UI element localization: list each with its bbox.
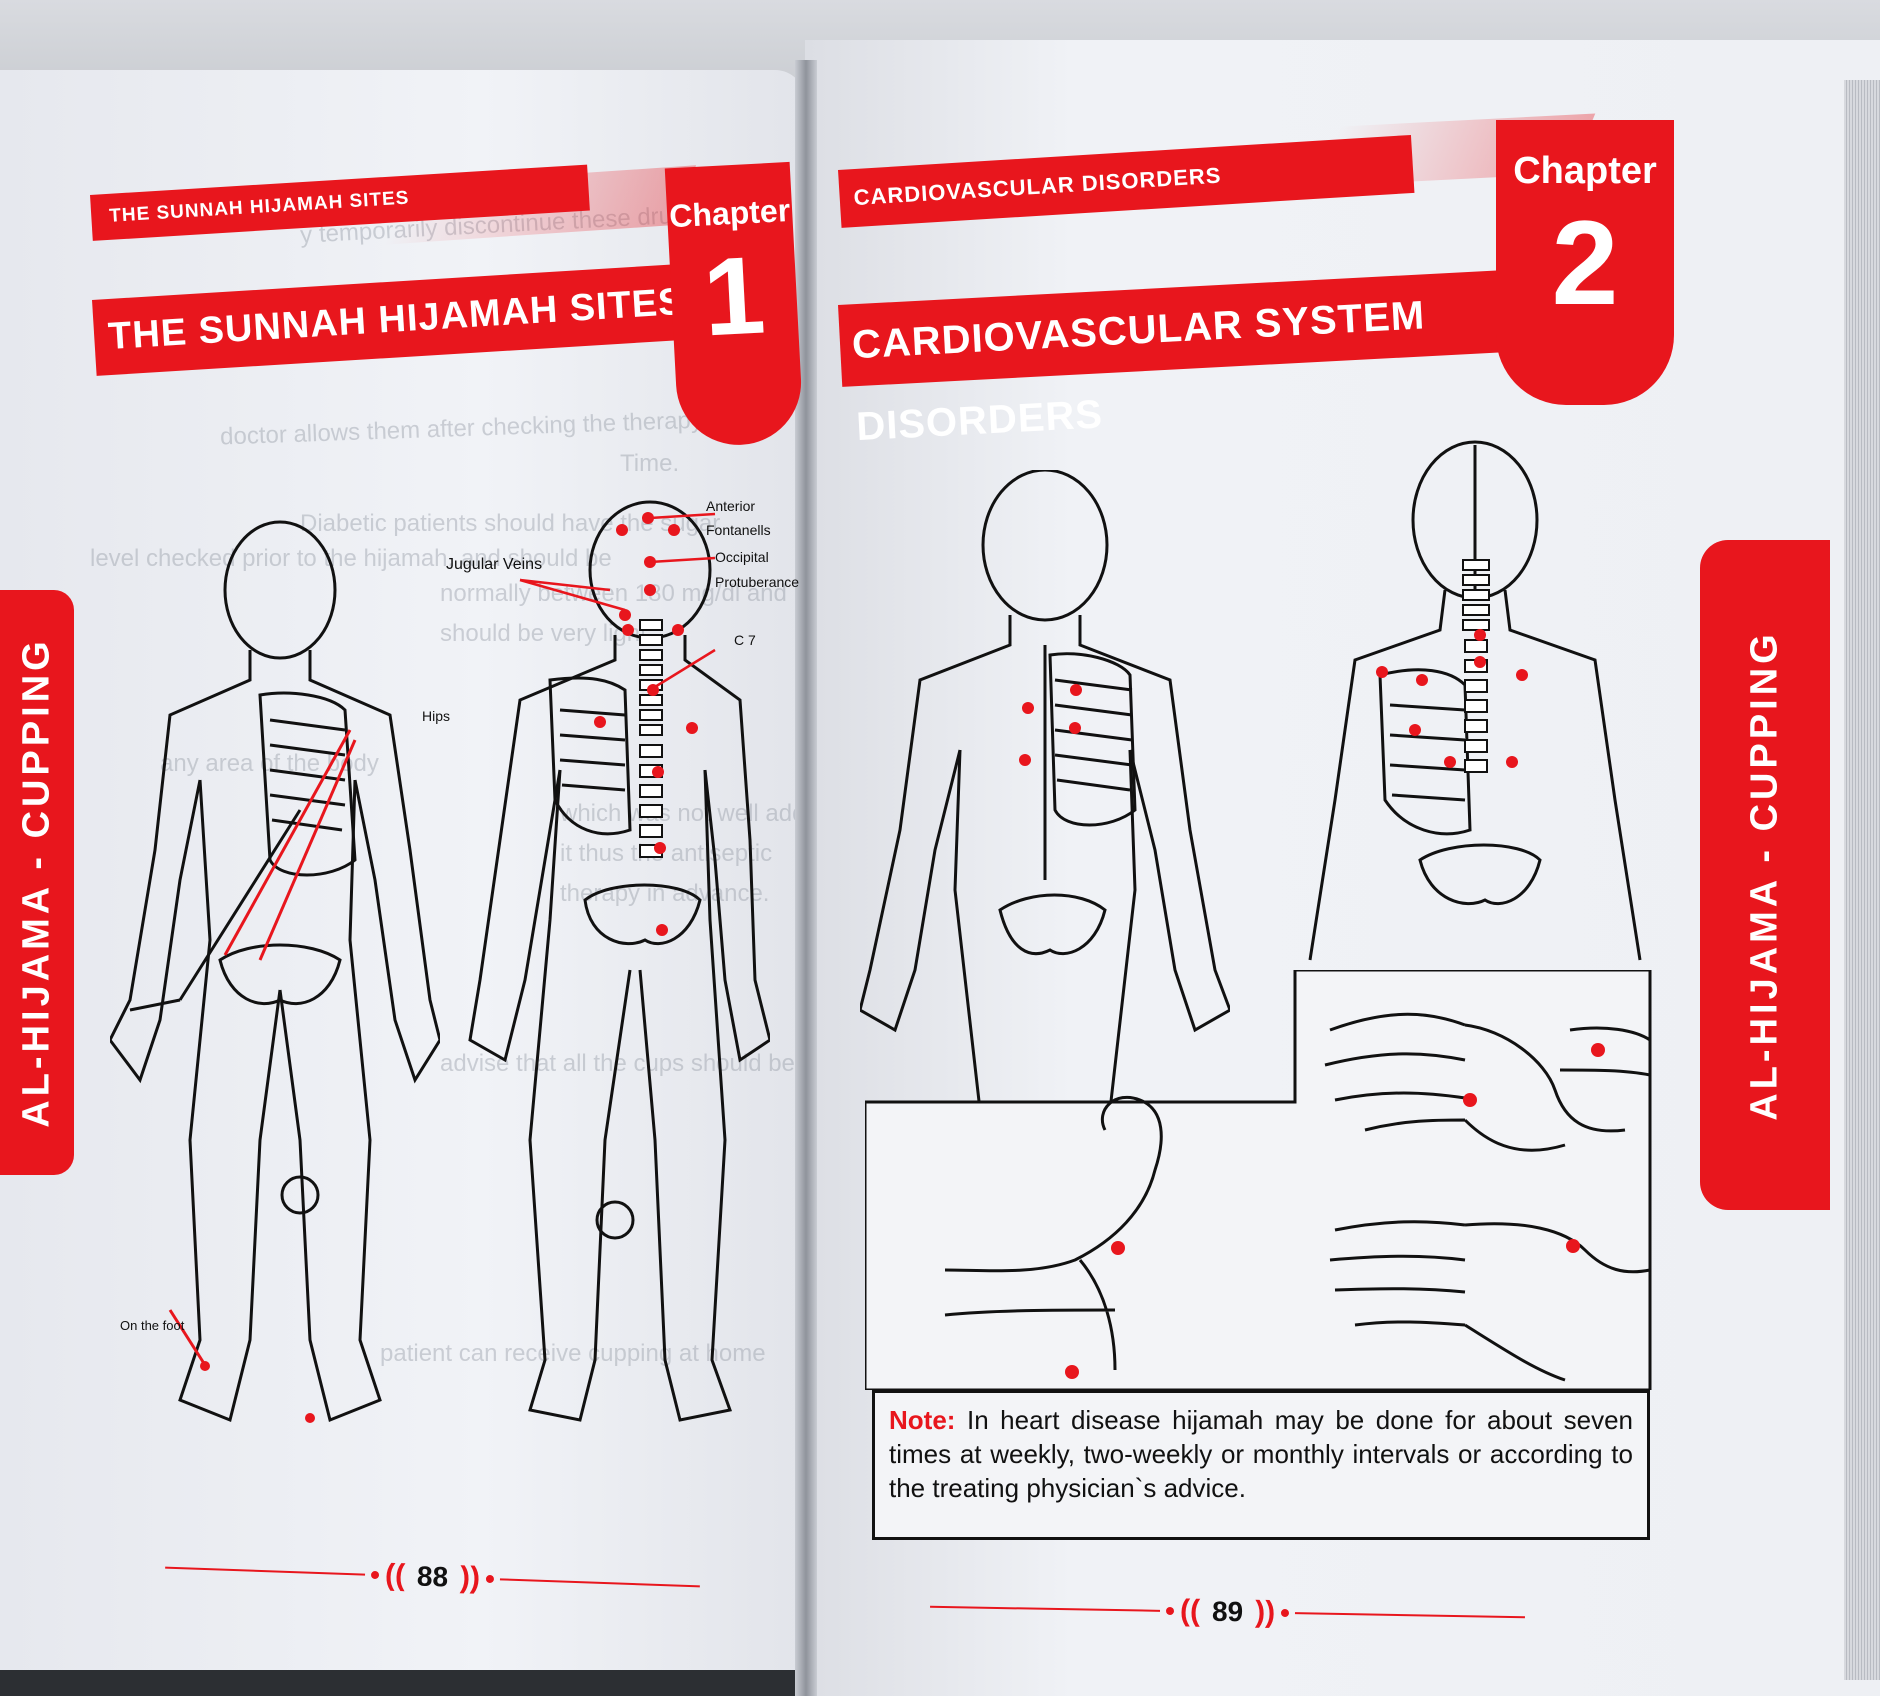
right-side-tab: AL-HIJAMA - CUPPING [1700,540,1830,1210]
right-chapter-badge: Chapter 2 [1496,120,1674,405]
footer-dot [1281,1608,1290,1618]
chapter-word: Chapter [668,191,791,235]
note-label: Note: [889,1405,956,1435]
back-body-figure [468,500,770,1422]
footer-rule [930,1605,1161,1612]
footer-dot [1165,1606,1175,1616]
label-protuberance: Protuberance [715,574,800,590]
ghost-text: doctor allows them after checking the th… [219,406,709,451]
page-edges [1844,80,1880,1680]
label-hips: Hips [422,708,451,724]
footer-ornament-right: )) [459,1560,481,1595]
ghost-text: Time. [620,450,680,477]
label-occipital: Occipital [715,549,769,565]
hands-inset-figure [865,970,1652,1390]
ghost-text: it thus the antiseptic [560,840,773,867]
left-side-tab: AL-HIJAMA - CUPPING [0,590,74,1175]
front-torso-figure [860,470,1230,1110]
book-spine [795,60,817,1696]
page-number: 89 [1211,1595,1244,1628]
chapter-number: 1 [700,233,768,360]
side-tab-label: AL-HIJAMA - CUPPING [1743,629,1786,1121]
label-on-foot: On the foot [120,1318,185,1333]
footer-ornament-right: )) [1254,1595,1276,1629]
left-chapter-badge: Chapter 1 [664,161,805,449]
footer-ornament-left: (( [384,1558,406,1593]
footer-rule [1295,1612,1526,1619]
footer-rule [500,1578,700,1588]
footer-dot [485,1574,495,1584]
front-body-figure [110,520,440,1423]
ghost-text: advise that all the cups should be used [440,1050,805,1077]
footer-dot [370,1570,380,1580]
side-tab-label: AL-HIJAMA - CUPPING [15,637,58,1128]
ghost-text: normally between 180 mg/dl and [440,580,787,607]
label-fontanells: Fontanells [706,522,771,538]
label-c7: C 7 [734,632,756,648]
ghost-text: level checked prior to the hijamah, and … [90,545,612,572]
chapter-number: 2 [1551,196,1619,330]
footer-ornament-left: (( [1179,1594,1201,1628]
label-jugular-veins: Jugular Veins [446,556,543,573]
label-anterior: Anterior [706,498,756,514]
ghost-text: patient can receive cupping at home [380,1340,766,1367]
footer-rule [165,1566,366,1576]
ghost-text: which was not well added [560,800,805,827]
note-box: Note: In heart disease hijamah may be do… [872,1390,1650,1540]
back-torso-figure [1308,440,1642,961]
chapter-word: Chapter [1513,150,1657,192]
note-text: In heart disease hijamah may be done for… [889,1405,1633,1503]
page-number: 88 [416,1560,449,1593]
